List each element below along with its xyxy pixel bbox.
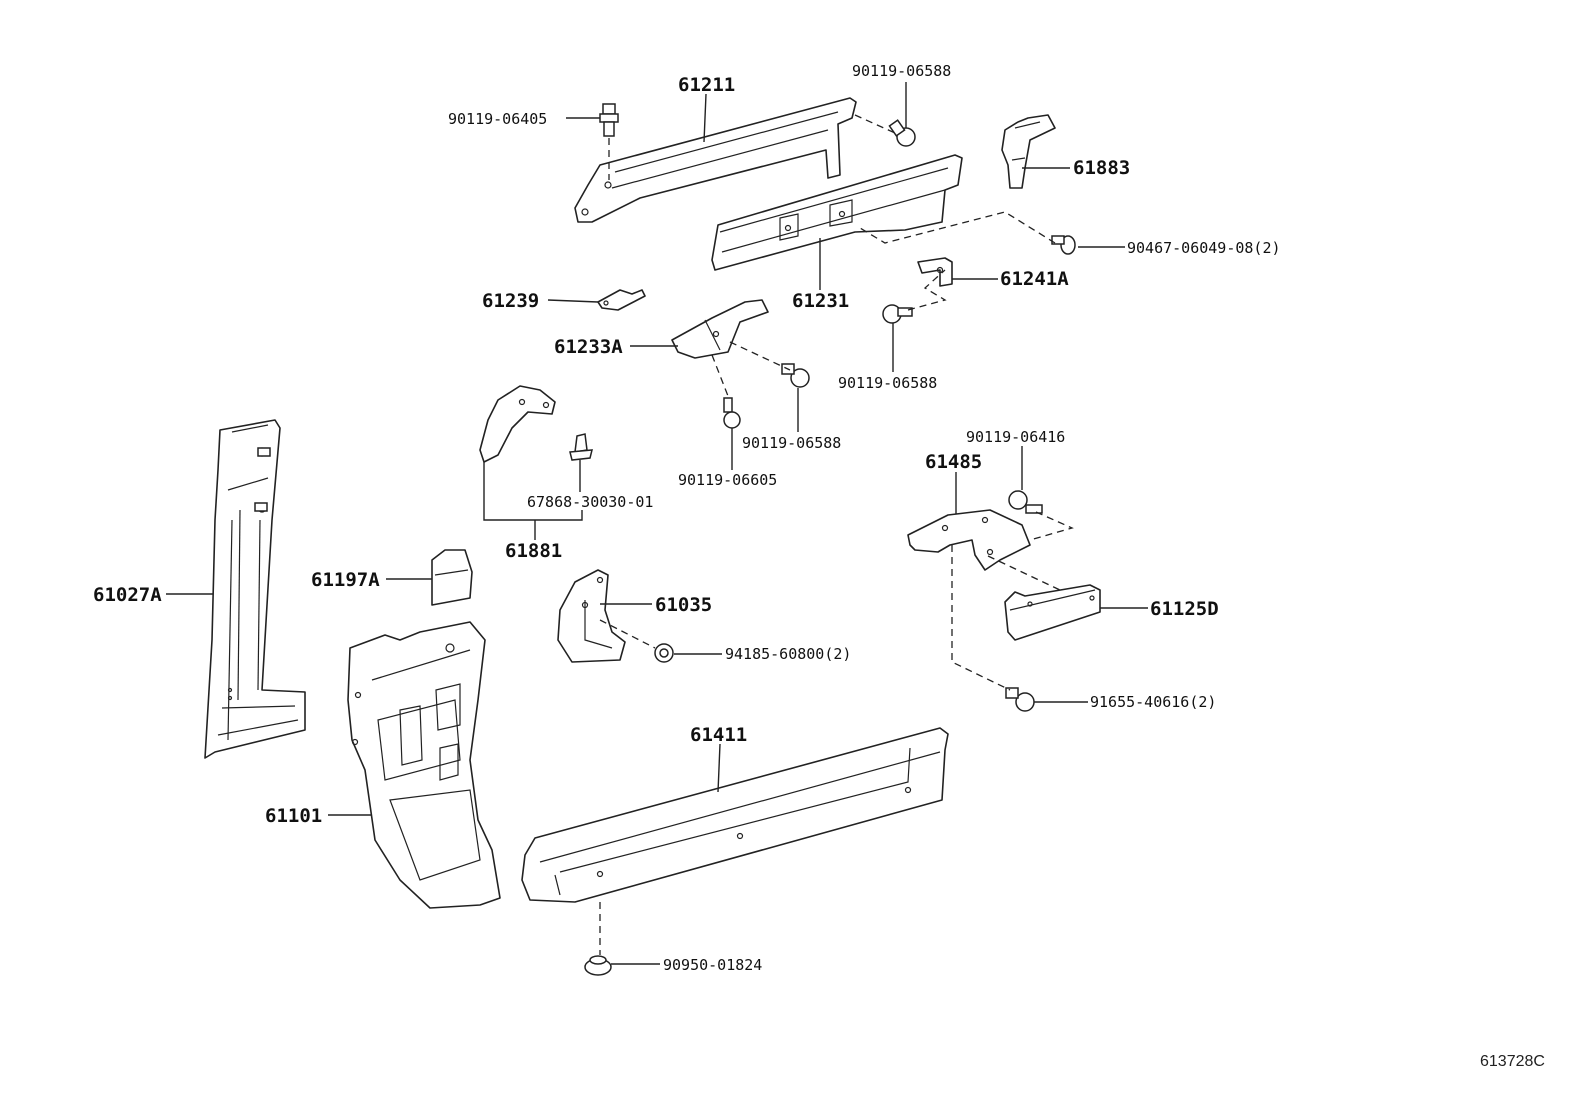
part-67868-clip <box>569 433 593 461</box>
label-61035: 61035 <box>655 594 712 616</box>
leader-lines <box>166 82 1148 965</box>
part-61125D-bracket <box>1004 584 1101 641</box>
label-67868-30030-01: 67868-30030-01 <box>527 493 653 511</box>
part-61233A-bracket <box>671 299 769 359</box>
diagram-code: 613728C <box>1480 1053 1545 1070</box>
label-90119-06405: 90119-06405 <box>448 110 547 128</box>
bolt-91655-40616 <box>1005 687 1035 712</box>
label-90119-06588-top: 90119-06588 <box>852 62 951 80</box>
label-61239: 61239 <box>482 290 539 312</box>
part-61883-bracket <box>1001 114 1056 189</box>
label-90119-06416: 90119-06416 <box>966 428 1065 446</box>
part-61231-rail <box>711 154 963 271</box>
part-61411-rocker <box>521 727 949 903</box>
bolt-90119-06588-mid <box>882 304 913 324</box>
nut-94185-60800 <box>654 643 674 663</box>
label-61231: 61231 <box>792 290 849 312</box>
part-61239-plate <box>597 289 646 311</box>
label-90467-06049-08: 90467-06049-08(2) <box>1127 239 1281 257</box>
label-91655-40616: 91655-40616(2) <box>1090 693 1216 711</box>
label-61883: 61883 <box>1073 157 1130 179</box>
part-61035-bracket <box>557 569 626 663</box>
label-90119-06588-mid: 90119-06588 <box>838 374 937 392</box>
label-61101: 61101 <box>265 805 322 827</box>
grommet-90950-01824 <box>584 955 612 976</box>
part-61027A-pillar <box>204 419 306 759</box>
label-61233A: 61233A <box>554 336 623 358</box>
label-61125D: 61125D <box>1150 598 1219 620</box>
part-61485-bracket <box>907 509 1031 571</box>
label-90119-06605: 90119-06605 <box>678 471 777 489</box>
part-61211-rail <box>574 97 857 223</box>
bolt-90119-06405 <box>599 103 619 137</box>
part-61197A-panel <box>431 549 473 606</box>
part-61881-bracket <box>479 385 556 463</box>
label-61881: 61881 <box>505 540 562 562</box>
label-61197A: 61197A <box>311 569 380 591</box>
clip-61027A-bolts <box>254 447 271 512</box>
clip-90467-06049-08 <box>1051 235 1076 255</box>
label-90950-01824: 90950-01824 <box>663 956 762 974</box>
assembly-lines <box>599 114 1074 955</box>
label-61211: 61211 <box>678 74 735 96</box>
part-61241A-bracket <box>917 257 953 287</box>
bolt-90119-06588-top <box>888 119 916 147</box>
label-61241A: 61241A <box>1000 268 1069 290</box>
bolt-90119-06416 <box>1008 490 1043 514</box>
label-61485: 61485 <box>925 451 982 473</box>
label-94185-60800: 94185-60800(2) <box>725 645 851 663</box>
label-90119-06588-low: 90119-06588 <box>742 434 841 452</box>
label-61027A: 61027A <box>93 584 162 606</box>
part-61101-panel <box>347 621 501 909</box>
label-61411: 61411 <box>690 724 747 746</box>
bolt-90119-06605 <box>723 397 741 429</box>
